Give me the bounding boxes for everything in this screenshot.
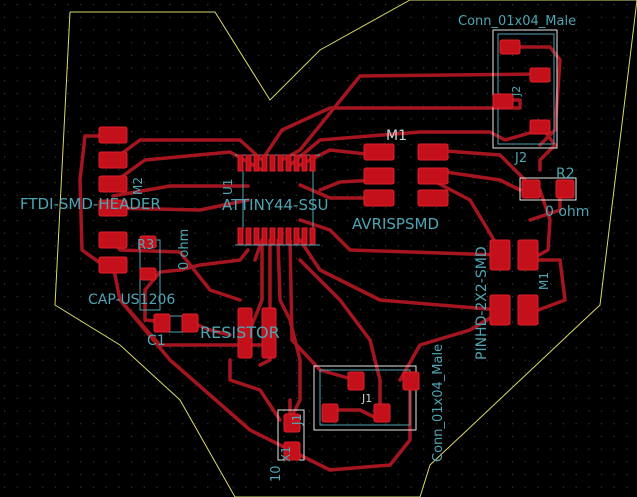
pads [98,39,575,461]
j1-label: J1 [361,392,372,405]
ten-label: 10 [269,465,284,482]
r3-ref: R3 [137,238,154,253]
x1-label: X1 [279,446,293,462]
r2-ref: R2 [556,166,575,182]
m2-label: M2 [131,177,145,195]
conn-top-ref2: J2 [514,151,527,166]
cap-label: CAP-US1206 [88,292,175,308]
u1-label: U1 [221,179,235,195]
j1-side-label: J1 [290,414,304,426]
ftdi-label: FTDI-SMD-HEADER [20,195,161,213]
r2-value: 0 ohm [545,204,589,220]
avrisp-label: AVRISPSMD [352,215,439,233]
conn-top-ref: J2 [510,86,523,97]
c1-label: C1 [147,333,166,349]
m1-ref: M1 [386,128,407,144]
conn-top-value: Conn_01x04_Male [458,14,576,29]
r3-value: 0 ohm [177,229,192,270]
board-outline [54,0,637,497]
pinhd-label: PINHD-2X2-SMD [474,246,490,360]
courtyards [277,29,577,461]
m-right-label: M1 [537,272,551,290]
conn-bottom-value: Conn_01x04_Male [431,344,446,462]
attiny-label: ATTINY44-SSU [222,196,329,214]
copper-tracks [78,45,567,472]
resistor-label: RESISTOR [200,323,280,342]
